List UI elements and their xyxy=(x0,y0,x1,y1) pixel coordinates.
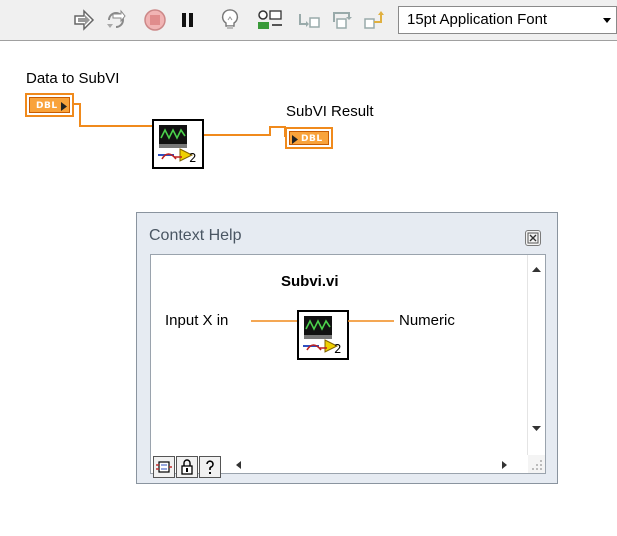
data-to-subvi-terminal[interactable]: DBL xyxy=(25,93,74,117)
font-selector-value: 15pt Application Font xyxy=(407,11,548,28)
chevron-down-icon[interactable] xyxy=(598,7,616,33)
subvi-icon xyxy=(152,119,204,169)
show-detail-icon xyxy=(156,461,172,473)
resize-grip-icon xyxy=(532,460,542,470)
abort-icon[interactable] xyxy=(143,8,167,32)
close-button[interactable] xyxy=(525,230,541,246)
step-over-icon[interactable] xyxy=(331,8,355,32)
help-icon xyxy=(206,460,214,474)
context-help-window: Context Help Subvi.vi Input X in 2 xyxy=(136,212,558,484)
retain-wire-values-icon[interactable] xyxy=(256,8,282,32)
control-type-label: DBL xyxy=(36,101,58,111)
show-detail-button[interactable] xyxy=(153,456,175,478)
subvi-result-terminal[interactable]: DBL xyxy=(285,127,333,149)
run-arrow-icon[interactable] xyxy=(72,8,96,32)
close-icon xyxy=(527,232,539,244)
input-wire xyxy=(251,320,299,322)
scroll-up-icon[interactable] xyxy=(531,265,542,273)
lock-button[interactable] xyxy=(176,456,198,478)
subvi-node[interactable]: 2 xyxy=(152,119,204,174)
toolbar: 15pt Application Font xyxy=(0,0,617,41)
resize-grip[interactable] xyxy=(528,455,545,473)
vertical-scrollbar[interactable] xyxy=(527,255,545,456)
pause-icon[interactable] xyxy=(176,8,200,32)
help-button[interactable] xyxy=(199,456,221,478)
step-into-icon[interactable] xyxy=(297,8,321,32)
run-continuously-icon[interactable] xyxy=(104,8,128,32)
output-wire xyxy=(348,320,394,322)
context-help-content: Subvi.vi Input X in 2 Numeric xyxy=(150,254,546,478)
subvi-number: 2 xyxy=(189,151,197,165)
bottom-bar xyxy=(151,455,528,478)
context-help-subvi-icon: 2 xyxy=(297,310,349,365)
indicator-type-label: DBL xyxy=(301,134,323,144)
step-out-icon[interactable] xyxy=(362,8,386,32)
output-terminal-label: Numeric xyxy=(399,312,455,329)
subvi-icon xyxy=(297,310,349,360)
subvi-number: 2 xyxy=(334,342,342,356)
scroll-down-icon[interactable] xyxy=(531,425,542,433)
indicator-label: SubVI Result xyxy=(286,103,374,120)
context-help-title: Context Help xyxy=(149,227,242,244)
control-label: Data to SubVI xyxy=(26,70,120,87)
lock-icon xyxy=(181,459,193,475)
input-terminal-label: Input X in xyxy=(165,312,229,329)
vi-name: Subvi.vi xyxy=(281,273,339,290)
highlight-execution-icon[interactable] xyxy=(218,8,242,32)
scroll-right-icon[interactable] xyxy=(500,460,508,470)
scroll-left-icon[interactable] xyxy=(235,460,243,470)
